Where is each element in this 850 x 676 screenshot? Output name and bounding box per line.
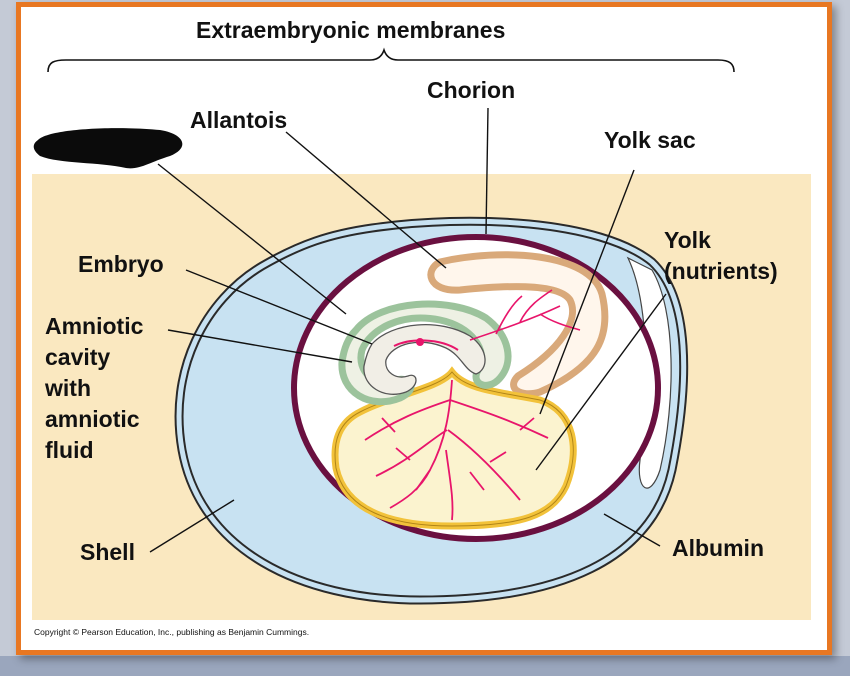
yolk-sac-outline	[334, 371, 574, 527]
label-amniotic-line-4: amniotic	[45, 406, 140, 432]
label-yolk-line-1: Yolk	[664, 227, 711, 253]
allantois-blood-vessels	[469, 289, 581, 341]
label-chorion: Chorion	[427, 77, 515, 103]
label-albumin: Albumin	[672, 535, 764, 561]
label-shell: Shell	[80, 539, 135, 565]
amnion	[338, 300, 512, 406]
embryo	[363, 324, 486, 395]
yolk-blood-vessels	[364, 379, 549, 521]
label-allantois: Allantois	[190, 107, 287, 133]
label-yolk-sac: Yolk sac	[604, 127, 696, 153]
label-amniotic-line-5: fluid	[45, 437, 94, 463]
title-brace	[47, 47, 735, 73]
window-background-strip	[0, 656, 850, 676]
title: Extraembryonic membranes	[196, 17, 505, 43]
label-embryo: Embryo	[78, 251, 164, 277]
embryo-vessel	[393, 339, 459, 351]
embryo-heart	[416, 338, 424, 346]
leader-lines	[149, 107, 667, 553]
redaction-blob	[33, 128, 183, 169]
label-amniotic-line-2: cavity	[45, 344, 110, 370]
shell-inner	[176, 218, 687, 603]
copyright: Copyright © Pearson Education, Inc., pub…	[34, 627, 309, 637]
label-amniotic-line-1: Amniotic	[45, 313, 144, 339]
label-amniotic-line-3: with	[44, 375, 91, 401]
label-yolk-line-2: (nutrients)	[664, 258, 778, 284]
